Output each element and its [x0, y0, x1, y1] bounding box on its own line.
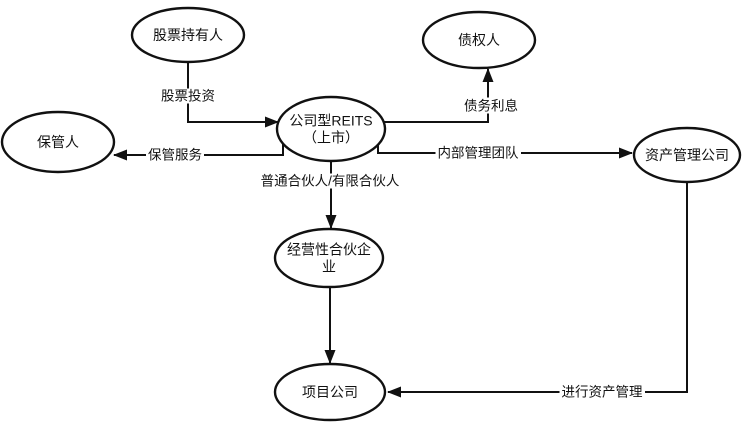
node-label-partnership: 经营性合伙企业	[287, 242, 371, 275]
edge-label-stockholders-to-reits: 股票投资	[159, 88, 217, 104]
node-project: 项目公司	[273, 362, 387, 422]
node-shape-reits	[275, 95, 387, 163]
edge-label-reits-to-custodian: 保管服务	[146, 147, 204, 163]
edge-reits-to-asset-mgmt	[377, 144, 633, 159]
node-shape-project	[273, 362, 387, 422]
edge-reits-to-creditors	[383, 68, 494, 123]
node-label-reits: 公司型REITS（上市）	[289, 113, 372, 146]
node-reits: 公司型REITS（上市）	[275, 95, 387, 163]
node-shape-partnership	[273, 227, 385, 289]
edge-label-background	[159, 88, 217, 104]
node-asset-mgmt: 资产管理公司	[632, 126, 742, 184]
node-stockholders: 股票持有人	[130, 6, 246, 64]
edge-asset-mgmt-to-project	[387, 182, 688, 398]
edge-stockholders-to-reits	[187, 62, 279, 128]
node-label-asset-mgmt: 资产管理公司	[645, 147, 729, 163]
edge-label-reits-to-asset-mgmt: 内部管理团队	[435, 145, 521, 161]
edges-layer	[113, 62, 688, 398]
node-creditors: 债权人	[421, 10, 537, 70]
node-shape-asset-mgmt	[632, 126, 742, 184]
edge-label-background	[258, 173, 402, 189]
edge-label-background	[146, 147, 204, 163]
node-shape-custodian	[0, 110, 116, 174]
node-label-creditors: 债权人	[458, 32, 500, 48]
node-shape-creditors	[421, 10, 537, 70]
edge-label-background	[559, 384, 645, 400]
node-label-stockholders: 股票持有人	[153, 27, 223, 43]
edge-label-text: 普通合伙人/有限合伙人	[261, 174, 400, 189]
node-label-custodian: 保管人	[37, 134, 79, 150]
node-label-project: 项目公司	[302, 384, 358, 400]
edge-label-reits-to-creditors: 债务利息	[462, 97, 520, 114]
edge-label-text: 内部管理团队	[438, 146, 519, 161]
edge-label-text: 保管服务	[148, 148, 202, 163]
node-partnership: 经营性合伙企业	[273, 227, 385, 289]
edge-label-asset-mgmt-to-project: 进行资产管理	[559, 384, 645, 400]
edge-label-background	[435, 145, 521, 161]
edge-label-background	[462, 97, 520, 114]
edge-label-text: 进行资产管理	[562, 385, 643, 400]
edge-label-text: 债务利息	[464, 98, 518, 114]
edge-label-text: 股票投资	[161, 89, 215, 104]
node-custodian: 保管人	[0, 110, 116, 174]
node-shape-stockholders	[130, 6, 246, 64]
edge-label-reits-to-partnership: 普通合伙人/有限合伙人	[258, 173, 402, 189]
